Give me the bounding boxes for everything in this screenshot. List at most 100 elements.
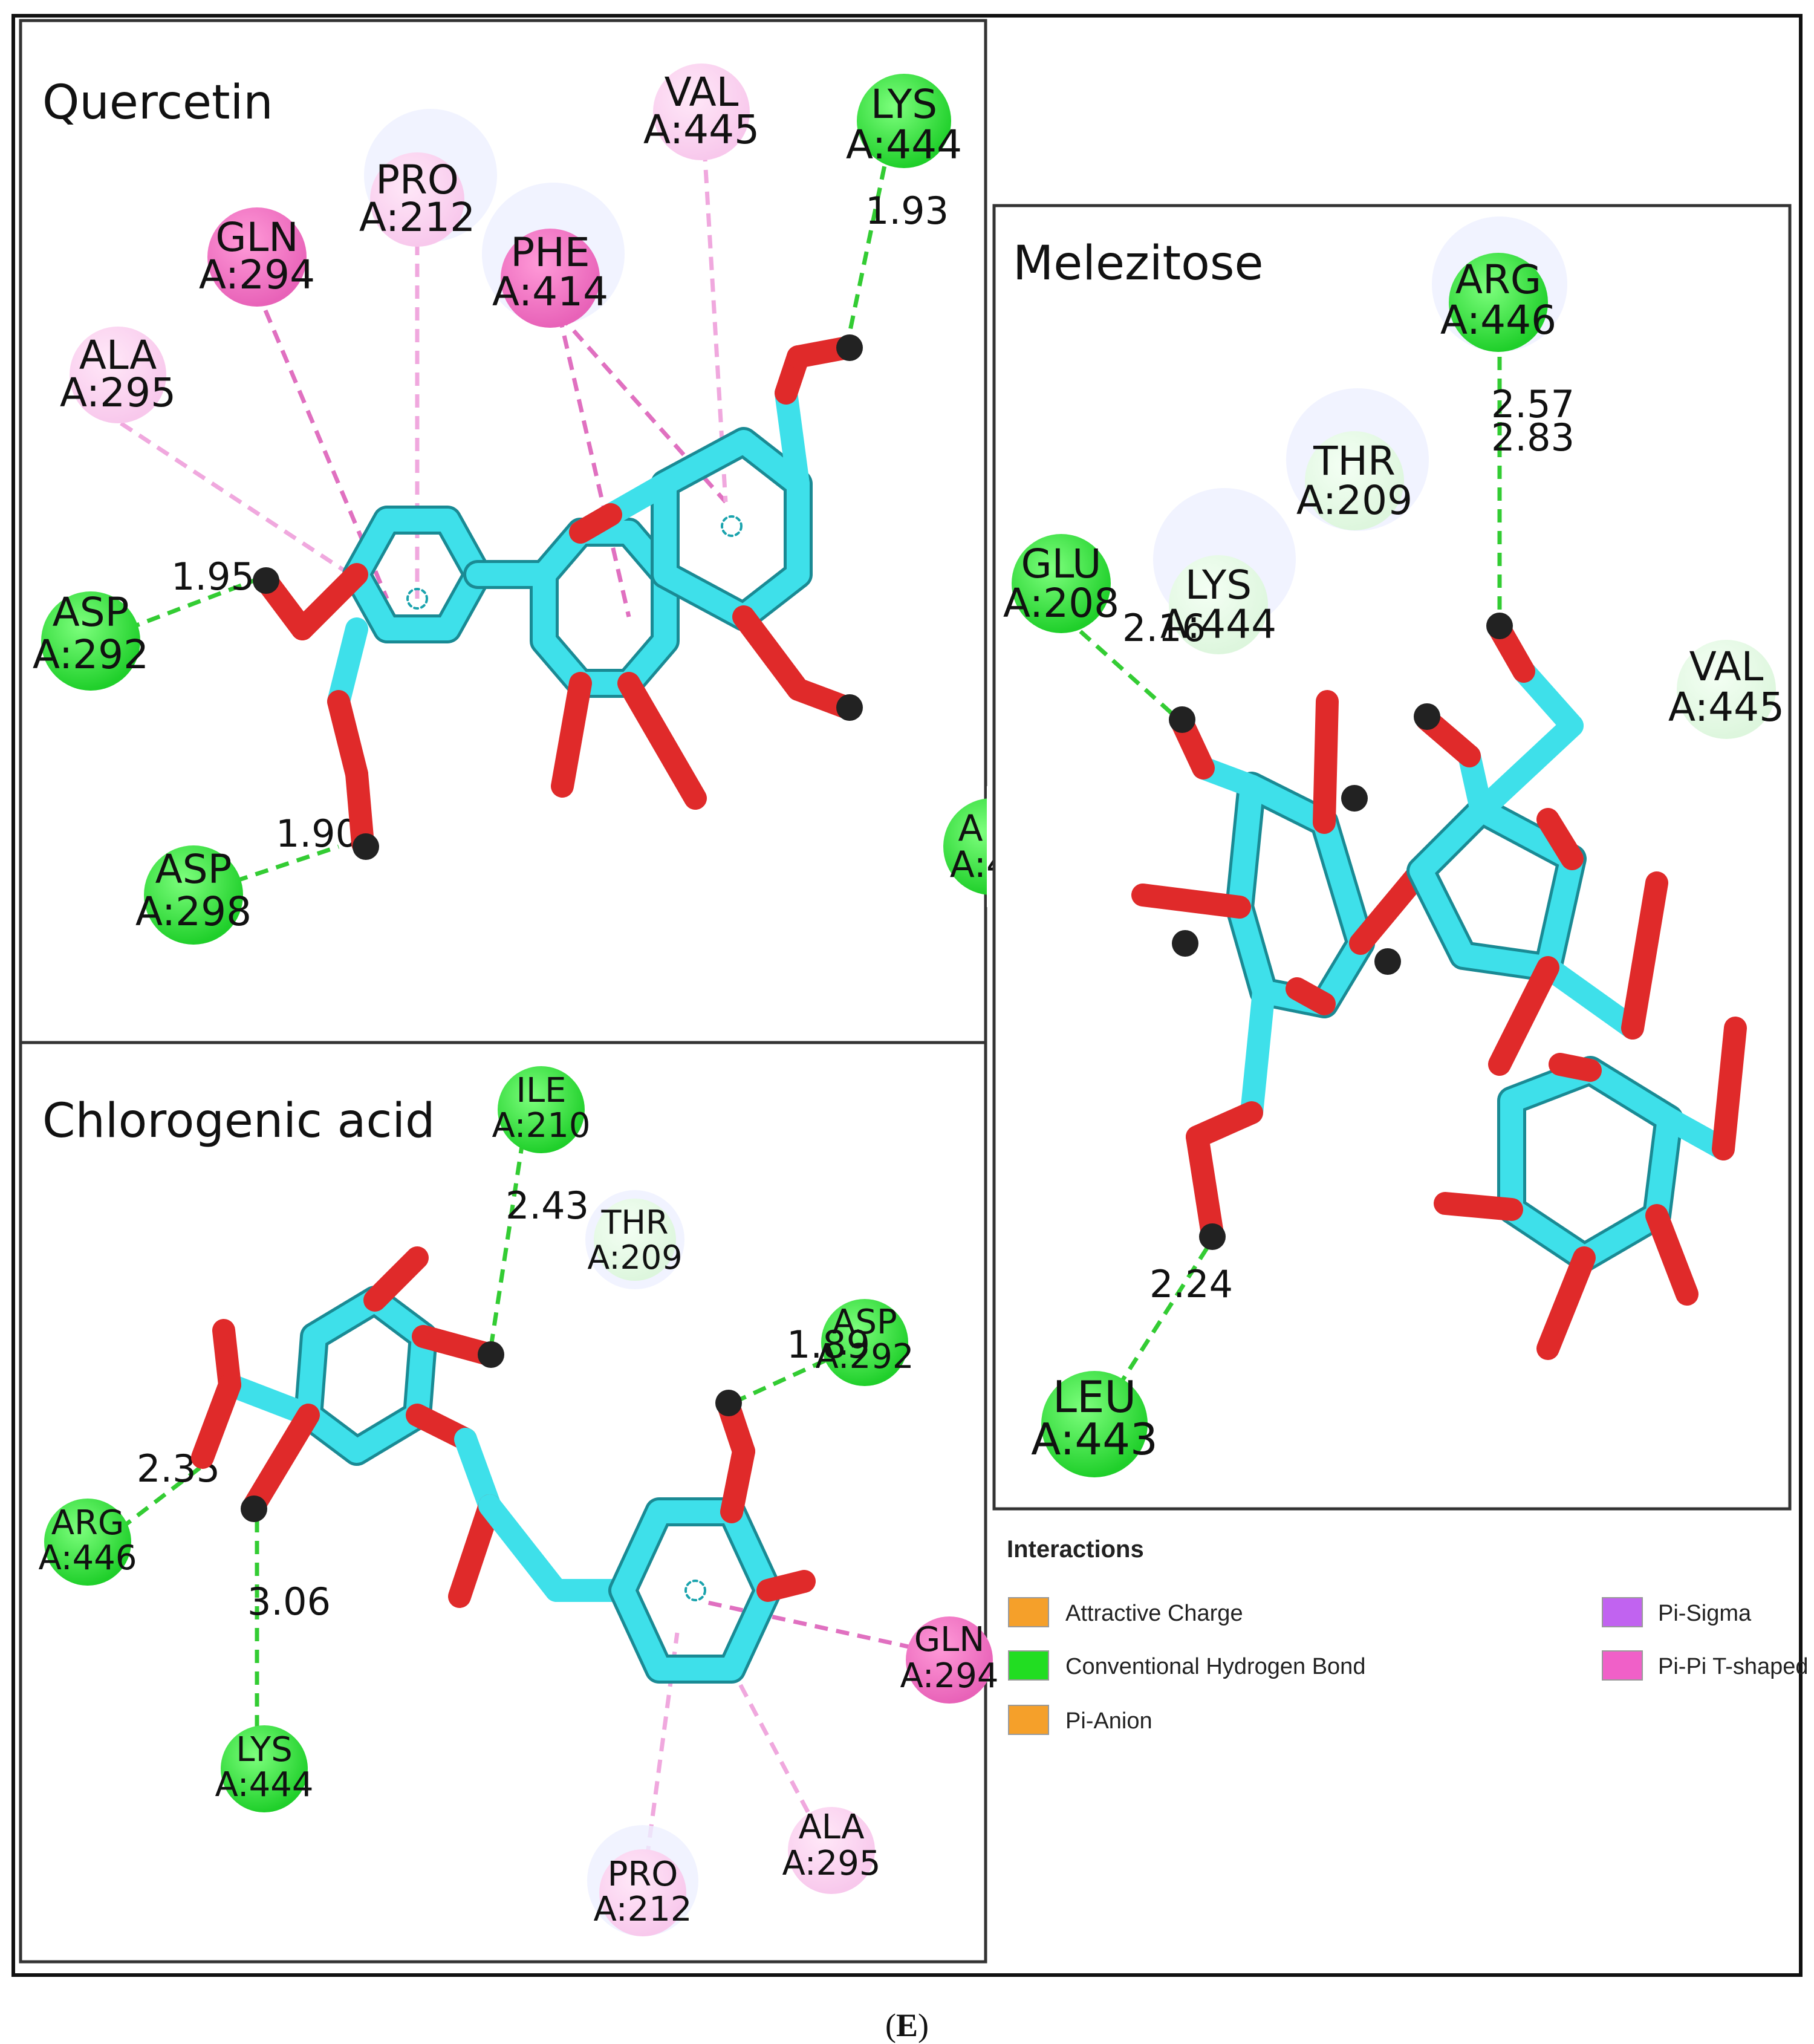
residue-thr-209: THR A:209	[587, 1199, 683, 1281]
residue-number: A:209	[587, 1238, 682, 1277]
residue-name: PRO	[608, 1855, 678, 1894]
residue-name: A	[958, 807, 983, 850]
residue-name: LYS	[871, 81, 937, 128]
distance-label: 2.83	[1491, 415, 1575, 460]
residue-lys-444: LYS A:444	[215, 1725, 314, 1812]
legend-label: Pi-Anion	[1065, 1708, 1152, 1734]
residue-number: A:208	[1003, 580, 1119, 627]
interaction-legend: Interactions Attractive Charge Conventio…	[1007, 1536, 1809, 1735]
residue-ala-295: ALA A:295	[782, 1807, 881, 1894]
residue-name: PRO	[375, 157, 459, 203]
legend-swatch	[1602, 1597, 1643, 1627]
distance-label: 1.90	[276, 812, 359, 856]
legend-item-pi-pi-t-shaped: Pi-Pi T-shaped	[1602, 1650, 1809, 1681]
residue-number: A:443	[1031, 1414, 1158, 1465]
legend-item-hydrogen-bond: Conventional Hydrogen Bond	[1008, 1650, 1365, 1681]
panel-title: Chlorogenic acid	[42, 1094, 435, 1148]
legend-swatch	[1008, 1597, 1049, 1627]
legend-item-pi-anion: Pi-Anion	[1008, 1705, 1152, 1735]
residue-number: A:444	[846, 122, 962, 168]
residue-glu-208: GLU A:208	[1003, 534, 1119, 633]
residue-number: A:294	[199, 252, 315, 298]
legend-item-pi-sigma: Pi-Sigma	[1602, 1597, 1752, 1627]
residue-pro-212: PRO A:212	[359, 152, 475, 247]
residue-number: A:298	[135, 888, 252, 935]
distance-label: 1.93	[865, 189, 949, 233]
legend-item-attractive-charge: Attractive Charge	[1008, 1597, 1243, 1627]
panel-quercetin: Quercetin ALA A:295 GLN A:294	[19, 19, 1040, 1044]
residue-lys-444: LYS A:444	[1160, 555, 1276, 654]
residue-number: A:295	[782, 1844, 880, 1883]
legend-label: Conventional Hydrogen Bond	[1065, 1654, 1365, 1679]
residue-name: VAL	[1689, 643, 1764, 690]
distance-label: 2.16	[1122, 606, 1206, 650]
residue-number: A:414	[492, 269, 608, 315]
residue-ile-210: ILE A:210	[492, 1066, 591, 1153]
quercetin-molecule	[253, 334, 863, 860]
residue-arg-446: ARG A:446	[1440, 253, 1556, 352]
residue-lys-444: LYS A:444	[846, 74, 962, 168]
residue-number: A:444	[1160, 601, 1276, 648]
residue-phe-414: PHE A:414	[492, 229, 608, 328]
outer-frame	[11, 14, 1803, 1977]
residue-pro-212: PRO A:212	[593, 1849, 692, 1936]
residue-name: ILE	[516, 1071, 566, 1110]
residue-name: GLN	[215, 214, 298, 261]
distance-label: 1.95	[171, 555, 255, 599]
residue-number: A:294	[900, 1656, 998, 1696]
residue-name: ASP	[53, 589, 129, 636]
residue-name: GLU	[1021, 541, 1102, 587]
residue-number: A:446	[38, 1538, 137, 1578]
residue-name: LYS	[1185, 562, 1252, 608]
legend-label: Attractive Charge	[1065, 1601, 1243, 1626]
panel-chlorogenic-acid: Chlorogenic acid ILE A:210 THR A:209 ASP…	[19, 1041, 999, 1964]
residue-name: LEU	[1053, 1372, 1136, 1422]
distance-label: 3.06	[247, 1580, 331, 1624]
residue-number: A:292	[33, 631, 149, 678]
residue-val-445: VAL A:445	[1668, 640, 1784, 739]
interaction-lines	[1062, 357, 1502, 1425]
residue-number: A:292	[815, 1337, 914, 1376]
residue-name: THR	[1313, 438, 1396, 484]
residue-name: ALA	[798, 1808, 864, 1847]
residue-arg-446: ARG A:446	[38, 1499, 137, 1586]
legend-label: Pi-Sigma	[1658, 1601, 1752, 1626]
panel-title: Melezitose	[1013, 236, 1264, 291]
residue-name: ASP	[832, 1303, 897, 1342]
chlorogenic-acid-molecule	[191, 1246, 816, 1684]
distance-label: 2.43	[506, 1183, 589, 1228]
residue-ala-295: ALA A:295	[60, 327, 176, 423]
residue-leu-443: LEU A:443	[1031, 1371, 1158, 1477]
distance-label: 2.57	[1491, 382, 1575, 426]
residue-name: ARG	[51, 1503, 125, 1543]
residue-asp-292: ASP A:292	[815, 1299, 914, 1386]
melezitose-molecule	[1131, 613, 1747, 1360]
legend-swatch	[1008, 1705, 1049, 1735]
residue-number: A:444	[215, 1765, 313, 1805]
residue-val-445: VAL A:445	[643, 63, 759, 160]
residue-number: A:210	[492, 1106, 590, 1145]
residue-gln-294: GLN A:294	[900, 1616, 999, 1704]
figure-caption: (E)	[885, 2007, 929, 2043]
distance-label: 1.89	[787, 1323, 870, 1367]
panel-melezitose: Melezitose ARG A:446 THR A:209 GLU A:208…	[992, 204, 1809, 1735]
residue-name: ALA	[79, 332, 157, 379]
residue-name: ARG	[1455, 256, 1541, 303]
residue-gln-294: GLN A:294	[199, 207, 315, 307]
residue-thr-209: THR A:209	[1296, 431, 1413, 530]
residue-number: A:295	[60, 369, 176, 416]
residue-name: ASP	[155, 846, 232, 893]
residue-number: A:445	[643, 106, 759, 153]
residue-name: LYS	[236, 1730, 293, 1769]
panel-title: Quercetin	[42, 76, 273, 130]
residue-number: A:446	[1440, 297, 1556, 343]
caption-letter: E	[896, 2007, 918, 2043]
residue-name: VAL	[665, 69, 739, 116]
residue-asp-298: ASP A:298	[135, 845, 252, 945]
residue-name: GLN	[914, 1620, 984, 1659]
residue-number: A:445	[1668, 684, 1784, 731]
residue-number: A:212	[359, 194, 475, 241]
residue-asp-292: ASP A:292	[33, 589, 149, 691]
legend-label: Pi-Pi T-shaped	[1658, 1654, 1809, 1679]
